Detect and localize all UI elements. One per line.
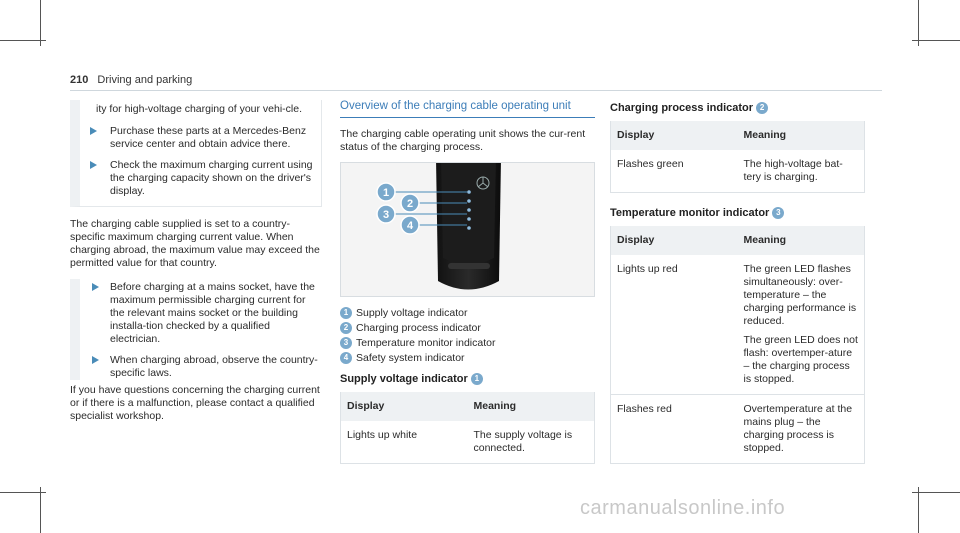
table-cell: The green LED flashes simultaneously: ov… bbox=[737, 255, 865, 395]
intro-text: The charging cable operating unit shows … bbox=[340, 128, 586, 153]
watermark: carmanualsonline.info bbox=[580, 497, 786, 519]
legend-text: Temperature monitor indicator bbox=[356, 337, 496, 349]
supply-voltage-table: Display Meaning Lights up white The supp… bbox=[340, 392, 595, 464]
legend-item: 4 Safety system indicator bbox=[340, 352, 595, 365]
bullet-arrow-icon bbox=[90, 127, 97, 135]
table-header-row: Display Meaning bbox=[340, 392, 595, 421]
operating-unit-figure: 1 2 3 4 bbox=[340, 162, 595, 297]
crop-mark bbox=[912, 40, 960, 41]
temperature-monitor-table: Display Meaning Lights up red The green … bbox=[610, 226, 865, 464]
section-heading: Overview of the charging cable operating… bbox=[340, 100, 595, 118]
paragraph: If you have questions concerning the cha… bbox=[70, 384, 320, 422]
bullet-arrow-icon bbox=[90, 161, 97, 169]
table-header: Display bbox=[610, 121, 738, 150]
heading-number: 1 bbox=[470, 373, 483, 386]
instruction-bullet: When charging abroad, observe the countr… bbox=[80, 354, 322, 380]
section-title: Driving and parking bbox=[97, 74, 193, 86]
instruction-text: When charging abroad, observe the countr… bbox=[110, 354, 318, 379]
table-cell: Flashes red bbox=[610, 394, 738, 464]
note-continuation: ity for high-voltage charging of your ve… bbox=[96, 103, 303, 115]
crop-mark bbox=[40, 487, 41, 533]
operating-unit-illustration: 1 2 3 4 bbox=[341, 163, 594, 296]
callout-4: 4 bbox=[407, 220, 414, 232]
table-cell: The supply voltage is connected. bbox=[467, 421, 595, 464]
table-header: Display bbox=[610, 226, 738, 255]
table-header-row: Display Meaning bbox=[610, 121, 865, 150]
charging-process-heading: Charging process indicator 2 bbox=[610, 102, 865, 115]
legend-text: Safety system indicator bbox=[356, 352, 465, 364]
note-bullet-text: Purchase these parts at a Mercedes-Benz … bbox=[110, 125, 307, 150]
figure-legend: 1 Supply voltage indicator 2 Charging proc… bbox=[340, 307, 595, 365]
callout-1: 1 bbox=[383, 187, 389, 199]
table-cell: Lights up white bbox=[340, 421, 468, 464]
column-2: Overview of the charging cable operating… bbox=[340, 100, 595, 478]
legend-item: 2 Charging process indicator bbox=[340, 322, 595, 335]
crop-mark bbox=[40, 0, 41, 46]
temperature-monitor-title: Temperature monitor indicator bbox=[610, 207, 770, 219]
paragraph: The charging cable supplied is set to a … bbox=[70, 218, 320, 269]
callout-2: 2 bbox=[407, 198, 413, 210]
temperature-monitor-heading: Temperature monitor indicator 3 bbox=[610, 207, 865, 220]
meaning-text: The green LED does not flash: overtemper… bbox=[743, 334, 858, 385]
bullet-arrow-icon bbox=[92, 356, 99, 364]
header-divider bbox=[70, 90, 882, 91]
legend-text: Charging process indicator bbox=[356, 322, 481, 334]
legend-number: 3 bbox=[340, 337, 352, 349]
legend-item: 3 Temperature monitor indicator bbox=[340, 337, 595, 350]
note-box: ity for high-voltage charging of your ve… bbox=[70, 100, 322, 207]
column-3: Charging process indicator 2 Display Mea… bbox=[610, 100, 865, 478]
instruction-bullet: Before charging at a mains socket, have … bbox=[80, 281, 322, 346]
legend-item: 1 Supply voltage indicator bbox=[340, 307, 595, 320]
charging-process-title: Charging process indicator bbox=[610, 102, 754, 114]
table-header-row: Display Meaning bbox=[610, 226, 865, 255]
table-row: Lights up red The green LED flashes simu… bbox=[610, 255, 865, 395]
legend-number: 4 bbox=[340, 352, 352, 364]
instruction-block: Before charging at a mains socket, have … bbox=[70, 279, 322, 380]
table-cell: Lights up red bbox=[610, 255, 738, 395]
note-bullet: Check the maximum charging current using… bbox=[86, 159, 313, 198]
callout-3: 3 bbox=[383, 209, 389, 221]
table-cell: The high-voltage bat-tery is charging. bbox=[737, 150, 865, 193]
crop-mark bbox=[918, 487, 919, 533]
supply-voltage-title: Supply voltage indicator bbox=[340, 373, 468, 385]
table-cell: Flashes green bbox=[610, 150, 738, 193]
table-row: Flashes red Overtemperature at the mains… bbox=[610, 394, 865, 464]
bullet-arrow-icon bbox=[92, 283, 99, 291]
page-number: 210 bbox=[70, 74, 89, 86]
table-header: Meaning bbox=[737, 226, 865, 255]
table-row: Flashes green The high-voltage bat-tery … bbox=[610, 150, 865, 193]
legend-number: 1 bbox=[340, 307, 352, 319]
column-1: ity for high-voltage charging of your ve… bbox=[70, 100, 322, 432]
crop-mark bbox=[918, 0, 919, 46]
figure-callouts: 1 2 3 4 bbox=[376, 182, 420, 235]
charging-process-table: Display Meaning Flashes green The high-v… bbox=[610, 121, 865, 193]
table-header: Meaning bbox=[467, 392, 595, 421]
note-bullet: Purchase these parts at a Mercedes-Benz … bbox=[86, 125, 313, 151]
table-cell: Overtemperature at the mains plug – the … bbox=[737, 394, 865, 464]
table-row: Lights up white The supply voltage is co… bbox=[340, 421, 595, 464]
supply-voltage-heading: Supply voltage indicator 1 bbox=[340, 373, 595, 386]
legend-text: Supply voltage indicator bbox=[356, 307, 468, 319]
legend-number: 2 bbox=[340, 322, 352, 334]
crop-mark bbox=[0, 492, 46, 493]
meaning-text: The green LED flashes simultaneously: ov… bbox=[743, 263, 857, 327]
crop-mark bbox=[912, 492, 960, 493]
crop-mark bbox=[0, 40, 46, 41]
table-header: Display bbox=[340, 392, 468, 421]
heading-number: 2 bbox=[756, 102, 769, 115]
instruction-text: Before charging at a mains socket, have … bbox=[110, 281, 315, 345]
note-bullet-text: Check the maximum charging current using… bbox=[110, 159, 313, 197]
page-header: 210 Driving and parking bbox=[70, 74, 192, 87]
table-header: Meaning bbox=[737, 121, 865, 150]
heading-number: 3 bbox=[772, 207, 785, 220]
